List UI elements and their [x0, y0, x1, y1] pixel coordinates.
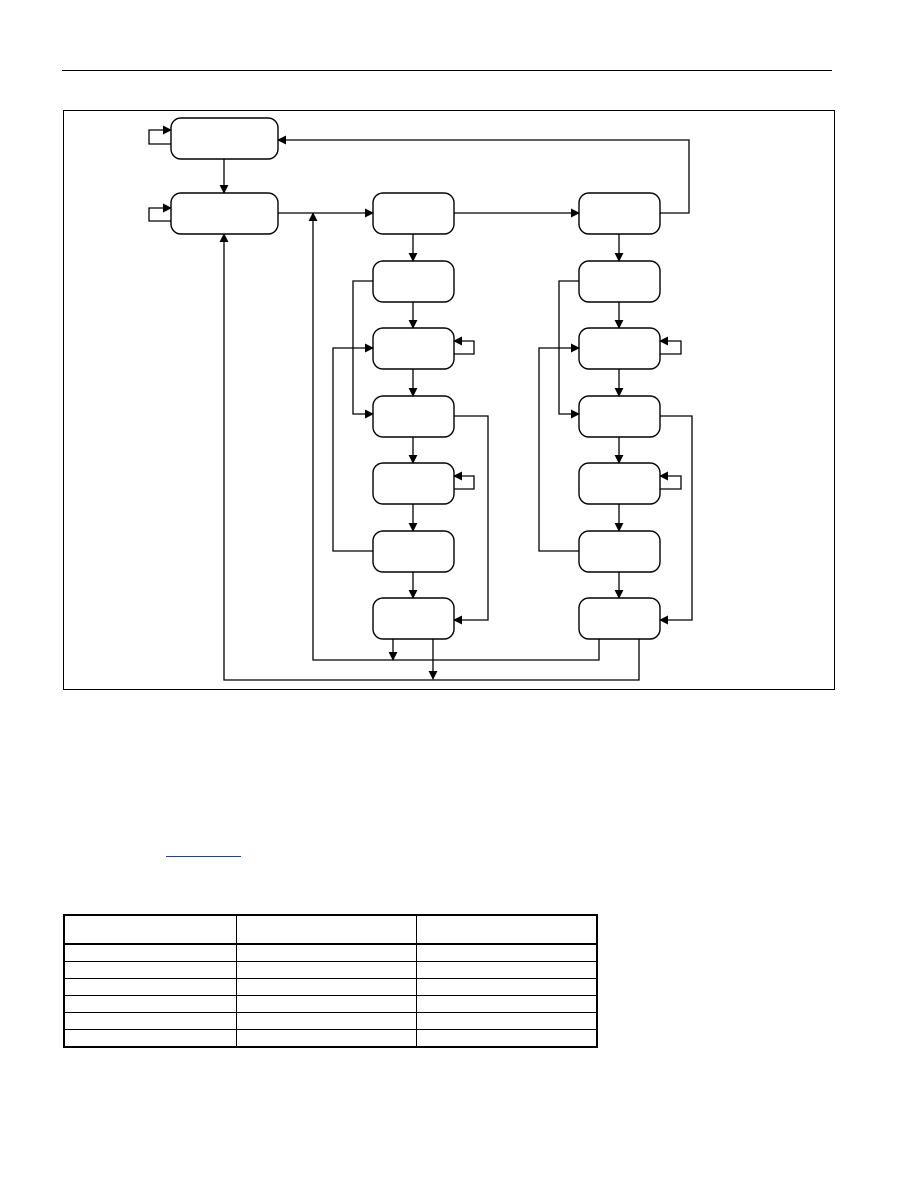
state-b3: [578, 395, 661, 438]
flow-a3-to-a6: [453, 415, 489, 625]
table-cell: [235, 995, 417, 1013]
table-row: [63, 978, 598, 996]
self-loop-top: [148, 125, 172, 145]
table-header-cell: [235, 914, 417, 945]
flow-b6-return-idle: [219, 233, 640, 681]
table-cell: [235, 1012, 417, 1030]
state-diagram-frame: [63, 110, 835, 690]
table-header-cell: [63, 914, 237, 945]
table-row: [63, 943, 598, 962]
self-loop-a2: [453, 336, 475, 355]
state-b6: [578, 597, 661, 640]
table-cell: [235, 961, 417, 979]
table-header-cell: [415, 914, 598, 945]
state-b5: [578, 530, 661, 573]
state-a5: [372, 530, 455, 573]
flow-a5-back-a2: [332, 343, 374, 552]
table-cell: [63, 995, 237, 1013]
table-cell: [63, 961, 237, 979]
state-top: [170, 117, 279, 160]
state-b0: [578, 192, 661, 235]
state-idle: [170, 192, 279, 235]
state-a4: [372, 462, 455, 505]
state-a2: [372, 327, 455, 370]
table-cell: [63, 943, 237, 962]
state-b2: [578, 327, 661, 370]
header-rule: [62, 70, 832, 71]
table-cell: [415, 961, 598, 979]
state-b4: [578, 462, 661, 505]
table-cell: [63, 1012, 237, 1030]
table-cell: [235, 978, 417, 996]
self-loop-b4: [659, 471, 682, 490]
state-a0: [372, 192, 455, 235]
state-a3: [372, 395, 455, 438]
table-cell: [415, 978, 598, 996]
table-row: [63, 961, 598, 979]
table-cell: [63, 978, 237, 996]
table-row: [63, 1029, 598, 1048]
hyperlink-underline[interactable]: [166, 856, 241, 857]
table-cell: [235, 1029, 417, 1048]
table-cell: [415, 943, 598, 962]
state-a6: [372, 597, 455, 640]
self-loop-b2: [659, 336, 682, 355]
table-cell: [415, 1012, 598, 1030]
flow-b3-to-b6: [659, 415, 693, 625]
flow-b0-to-top: [277, 135, 690, 214]
table-cell: [415, 1029, 598, 1048]
table-row: [63, 1012, 598, 1030]
flow-b6-return-a0: [308, 212, 600, 661]
flow-b5-back-b2: [538, 343, 580, 552]
self-loop-a4: [453, 471, 475, 490]
self-loop-idle: [148, 203, 172, 222]
data-table: [63, 914, 598, 1048]
state-a1: [372, 260, 455, 303]
table-cell: [415, 995, 598, 1013]
state-b1: [578, 260, 661, 303]
table-row: [63, 995, 598, 1013]
table-cell: [235, 943, 417, 962]
table-cell: [63, 1029, 237, 1048]
table-header-row: [63, 914, 598, 945]
